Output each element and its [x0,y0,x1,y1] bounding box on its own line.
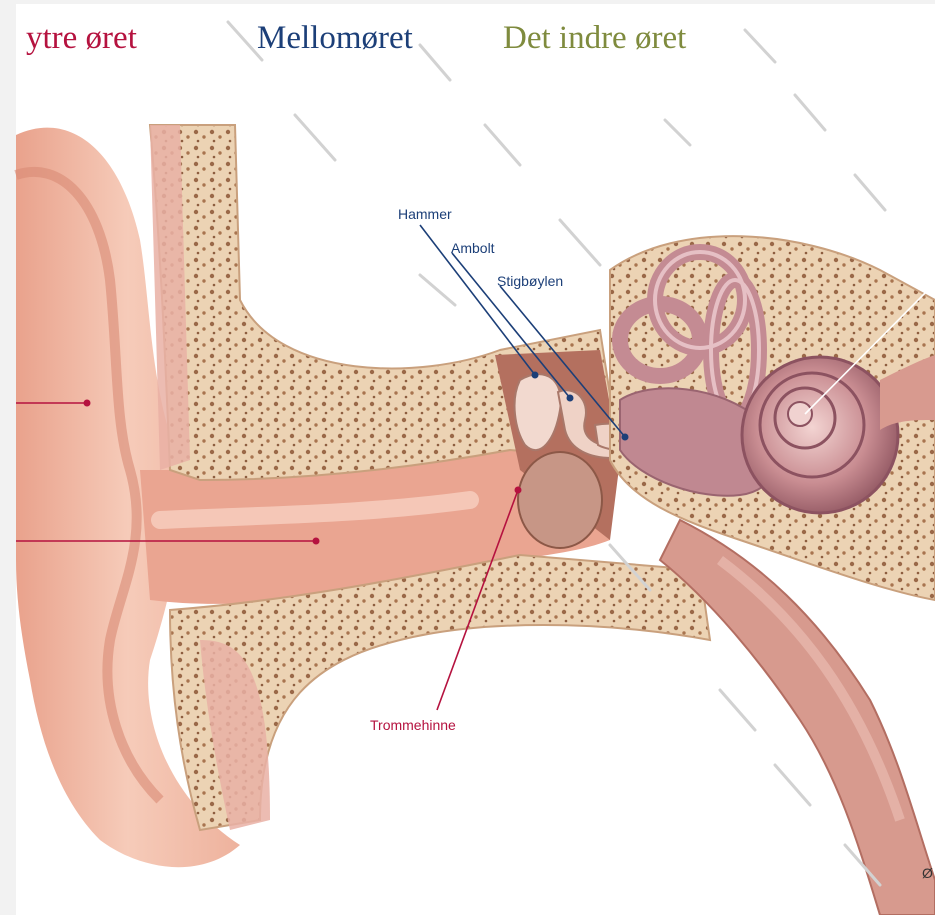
region-middle-ear-title: Mellomøret [257,22,413,55]
label-ambolt: Ambolt [451,241,495,255]
region-outer-ear-title: ytre øret [26,22,137,55]
label-cut-off: Ø [922,866,933,880]
label-hammer: Hammer [398,207,452,221]
region-inner-ear-title: Det indre øret [503,22,686,55]
label-trommehinne: Trommehinne [370,718,456,732]
label-stigboylen: Stigbøylen [497,274,563,288]
cochlea-shape [742,357,898,513]
eardrum-shape [518,452,602,548]
